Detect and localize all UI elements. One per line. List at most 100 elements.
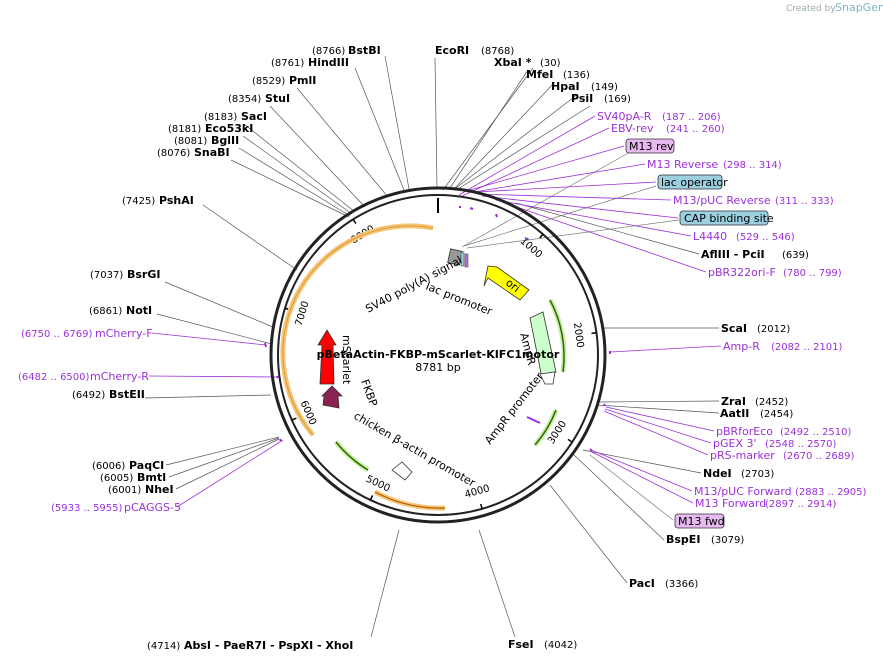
site-psii[interactable]: PsiI xyxy=(571,92,593,105)
site-pos: (3079) xyxy=(711,535,744,546)
site-fsei[interactable]: FseI xyxy=(508,638,534,651)
site-paqci[interactable]: PaqCI xyxy=(129,459,164,472)
primer-l4440[interactable]: L4440 xyxy=(693,230,727,243)
primer-sv40pa-r[interactable]: SV40pA-R xyxy=(597,110,652,123)
primer-pos: (2670 .. 2689) xyxy=(783,451,855,462)
ampr-arrow[interactable] xyxy=(529,311,557,375)
site-stui[interactable]: StuI xyxy=(265,92,290,105)
site-pos: (6861) xyxy=(89,306,122,317)
tick-label-7000: 7000 xyxy=(294,300,312,328)
site-snabi[interactable]: SnaBI xyxy=(194,146,230,159)
site-ecori[interactable]: EcoRI xyxy=(435,44,469,57)
site-zrai[interactable]: ZraI xyxy=(721,395,746,408)
site-bspei[interactable]: BspEI xyxy=(666,533,700,546)
primer-leader xyxy=(148,375,279,378)
ori-arrow[interactable] xyxy=(483,265,530,301)
site-nhei[interactable]: NheI xyxy=(145,483,174,496)
cba-promoter-arrow[interactable] xyxy=(391,461,413,481)
box-leader xyxy=(589,454,674,521)
primer-pgex-3[interactable]: pGEX 3' xyxy=(713,437,757,450)
primer-m13-puc-forward[interactable]: M13/pUC Forward xyxy=(694,485,792,498)
primer-m13-reverse[interactable]: M13 Reverse xyxy=(647,158,718,171)
site-hindiii[interactable]: HindIII xyxy=(308,56,349,69)
tick-label-2000: 2000 xyxy=(571,322,585,349)
site-pmli[interactable]: PmlI xyxy=(289,74,316,87)
m13-rev-label[interactable]: M13 rev xyxy=(629,140,674,153)
m13-fwd-box xyxy=(674,513,725,529)
primer-pbrforeco[interactable]: pBRforEco xyxy=(716,425,773,438)
site-leader xyxy=(596,404,720,414)
primer-leader xyxy=(590,449,693,492)
primer-leader xyxy=(603,410,709,456)
site-afliii-pcii[interactable]: AflIII - PciI xyxy=(701,248,765,261)
primer-ebv-rev[interactable]: EBV-rev xyxy=(611,122,654,135)
site-absi-xhoi[interactable]: AbsI - PaeR7I - PspXI - XhoI xyxy=(184,639,353,652)
site-leader xyxy=(449,69,529,189)
primer-mcherry-r[interactable]: mCherry-R xyxy=(90,370,149,383)
mscarlet-arrow[interactable] xyxy=(317,329,337,385)
primer-leader xyxy=(469,145,625,191)
primer-pos: (298 .. 314) xyxy=(723,160,782,171)
primer-leader xyxy=(604,408,712,444)
primer-pbr322ori-f[interactable]: pBR322ori-F xyxy=(708,266,776,279)
primer-amp-r[interactable]: Amp-R xyxy=(723,340,760,353)
site-bmti[interactable]: BmtI xyxy=(137,471,166,484)
site-saci[interactable]: SacI xyxy=(241,110,267,123)
primer-pcaggs-5[interactable]: pCAGGS-5 xyxy=(124,501,181,514)
site-bsteii[interactable]: BstEII xyxy=(109,388,145,401)
site-pos: (2452) xyxy=(755,397,788,408)
site-leader xyxy=(597,400,720,403)
site-bstbi[interactable]: BstBI xyxy=(348,44,381,57)
fkbp-arrow[interactable] xyxy=(321,385,343,409)
site-xbai[interactable]: XbaI * xyxy=(494,56,532,69)
site-leader xyxy=(230,159,350,218)
cap-mark xyxy=(464,253,469,268)
primer-labels: SV40pA-R (187 .. 206) EBV-rev (241 .. 26… xyxy=(18,110,867,514)
site-leader xyxy=(434,57,438,189)
primer-mcherry-f[interactable]: mCherry-F xyxy=(95,327,153,340)
primer-m13-puc-reverse[interactable]: M13/pUC Reverse xyxy=(673,194,771,207)
site-pos: (149) xyxy=(591,82,618,93)
site-pos: (8768) xyxy=(481,46,514,57)
primer-pos: (241 .. 260) xyxy=(666,124,725,135)
site-paci[interactable]: PacI xyxy=(629,577,655,590)
site-leader xyxy=(354,67,405,191)
site-pos: (8761) xyxy=(271,58,304,69)
site-aatii[interactable]: AatII xyxy=(720,407,749,420)
primer-pos: (2548 .. 2570) xyxy=(765,439,837,450)
site-bglii[interactable]: BglII xyxy=(211,134,239,147)
site-pos: (6492) xyxy=(72,390,105,401)
primer-prs-marker[interactable]: pRS-marker xyxy=(710,449,775,462)
primer-pos: (2897 .. 2914) xyxy=(765,499,837,510)
site-pshai[interactable]: PshAI xyxy=(159,194,194,207)
site-leader xyxy=(238,147,351,217)
boxed-labels: M13 rev lac operator CAP binding site M1… xyxy=(625,138,774,529)
primer-pos: (6750 .. 6769) xyxy=(21,329,93,340)
snapgene-logo: SnapGene xyxy=(835,1,883,14)
primer-m13-forward[interactable]: M13 Forward xyxy=(695,497,766,510)
primer-leader xyxy=(476,193,672,201)
site-bsrgi[interactable]: BsrGI xyxy=(127,268,160,281)
m13-fwd-label[interactable]: M13 fwd xyxy=(678,515,725,528)
site-pos: (136) xyxy=(563,70,590,81)
site-hpai[interactable]: HpaI xyxy=(551,80,580,93)
primer-leader xyxy=(605,406,715,432)
tick-mark xyxy=(291,417,297,421)
lac-operator-label[interactable]: lac operator xyxy=(661,176,728,189)
site-noti[interactable]: NotI xyxy=(126,304,152,317)
site-leader xyxy=(296,87,389,198)
site-leader xyxy=(549,484,628,584)
cap-binding-label[interactable]: CAP binding site xyxy=(684,212,774,225)
site-pos: (8181) xyxy=(168,124,201,135)
bottom-orange-arc-edge xyxy=(374,491,446,509)
site-leader xyxy=(384,55,410,190)
site-pos: (7037) xyxy=(90,270,123,281)
site-eco53ki[interactable]: Eco53kI xyxy=(205,122,253,135)
primer-pos: (2492 .. 2510) xyxy=(780,427,852,438)
lac-operator-box xyxy=(657,174,723,190)
site-scai[interactable]: ScaI xyxy=(721,322,747,335)
primer-leader xyxy=(589,450,694,504)
site-mfei[interactable]: MfeI xyxy=(526,68,553,81)
site-ndei[interactable]: NdeI xyxy=(703,467,732,480)
